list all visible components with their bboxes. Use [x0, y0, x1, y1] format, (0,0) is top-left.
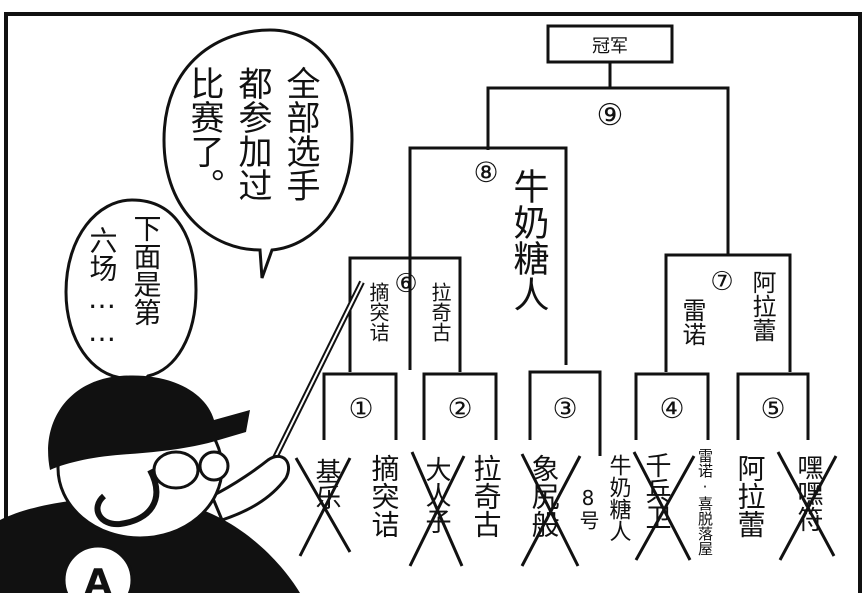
character-with-pointer — [0, 280, 365, 597]
entrant-name: 嘿嘿符 — [793, 454, 823, 532]
bubble-top-column-2: 都参加过 — [232, 66, 272, 202]
final-match-number: ⑨ — [597, 98, 624, 133]
semifinal-7-box — [664, 253, 792, 372]
bubble-top-column-1: 全部选手 — [280, 66, 320, 202]
quarterfinal-6-number: ⑥ — [394, 269, 417, 299]
bubble-bottom-column-1: 下面是第 — [130, 214, 163, 326]
round1-match-2 — [422, 372, 498, 440]
round1-number-4: ④ — [659, 392, 684, 425]
speech-bubble-bottom — [64, 198, 198, 395]
cap-letter: A — [84, 562, 112, 593]
character-arm — [210, 454, 291, 522]
speech-bubble-top — [162, 28, 354, 279]
entrant-name: 8号 — [576, 486, 600, 530]
entrant-list: 基乐 摘突诘 大人子 拉奇古 象尻般 8号 牛奶糖人 千兵卫 雷诺·喜脱落屋 阿… — [311, 448, 823, 556]
quarterfinal-6-winner-left: 摘突诘 — [366, 282, 390, 342]
cap-badge — [62, 544, 134, 597]
cross-mark — [632, 451, 696, 561]
semifinal-7-number: ⑦ — [710, 267, 733, 297]
bubble-bottom-column-2: 六场…… — [86, 226, 119, 348]
bubble-top-column-3: 比赛了。 — [184, 66, 224, 202]
character-beard — [94, 468, 160, 528]
round1-match-4 — [634, 372, 710, 440]
round1-number-5: ⑤ — [760, 392, 785, 425]
cross-mark — [776, 451, 838, 561]
cross-mark — [294, 457, 352, 557]
round1-number-3: ③ — [552, 392, 577, 425]
panel-border — [4, 12, 862, 597]
round1-number-2: ② — [447, 392, 472, 425]
entrant-name: 千兵卫 — [641, 452, 671, 530]
semifinal-8-winner: 牛奶糖人 — [508, 168, 549, 312]
semifinal-7-winner-right: 阿拉蕾 — [748, 270, 776, 342]
semifinal-7-winner-left: 雷诺 — [678, 298, 706, 346]
round1-match-3 — [528, 370, 602, 440]
elimination-marks — [294, 451, 838, 567]
final-connector — [486, 86, 730, 255]
semifinal-8-number: ⑧ — [473, 156, 498, 189]
entrant-name: 拉奇古 — [470, 454, 503, 538]
champion-label: 冠军 — [592, 36, 628, 57]
character-glasses — [152, 450, 200, 490]
entrant-name: 摘突诘 — [368, 454, 401, 538]
round1-match-5 — [736, 372, 810, 440]
entrant-name: 牛奶糖人 — [606, 454, 632, 542]
character-cap — [48, 375, 250, 470]
cross-mark — [408, 451, 466, 567]
cross-mark — [520, 453, 582, 567]
tournament-bracket — [322, 24, 810, 456]
entrant-name: 阿拉蕾 — [734, 454, 767, 538]
quarterfinal-6-winner-right: 拉奇古 — [428, 282, 452, 342]
round1-number-1: ① — [348, 392, 373, 425]
round1-match-1 — [322, 372, 398, 440]
quarterfinal-6-box — [348, 256, 462, 372]
entrant-name: 雷诺·喜脱落屋 — [696, 448, 714, 556]
